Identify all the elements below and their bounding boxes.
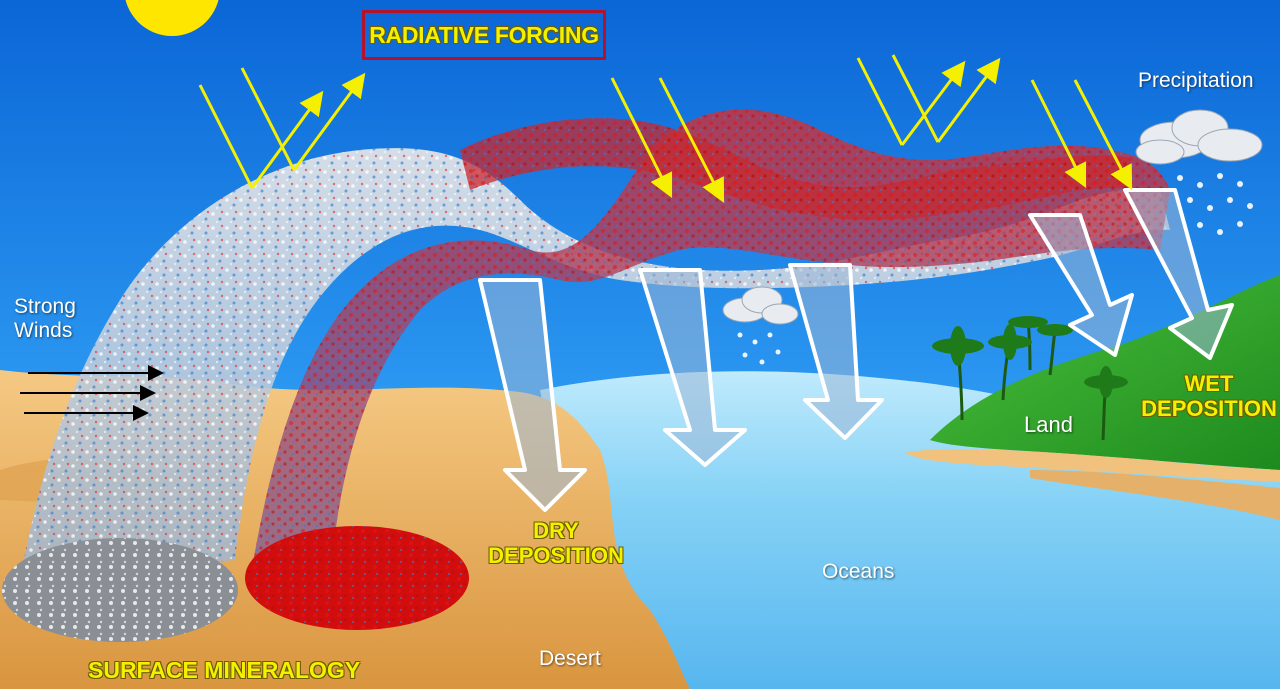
- dry-deposition-label: DRY DEPOSITION: [486, 520, 626, 567]
- far-shore: [1030, 470, 1280, 520]
- wet-deposition-line1: WET: [1184, 371, 1234, 396]
- beach: [905, 449, 1280, 482]
- rain-cloud-icon: [722, 286, 799, 365]
- upper-red-texture: [460, 118, 1130, 220]
- sunlight-arrow-icon: [198, 54, 1133, 204]
- palm-fronds: [932, 316, 1128, 398]
- dry-deposition-line1: DRY: [533, 518, 579, 543]
- precipitation-label: Precipitation: [1138, 69, 1254, 92]
- diagram-title: RADIATIVE FORCING: [369, 21, 599, 48]
- land-label: Land: [1024, 412, 1073, 437]
- strong-winds-label: Strong Winds: [14, 296, 76, 341]
- rain-cloud-icon: [1135, 109, 1263, 235]
- red-source-texture: [245, 526, 469, 630]
- wind-arrow-icon: [20, 365, 164, 421]
- strong-winds-line2: Winds: [14, 319, 73, 342]
- red-plume-texture: [250, 109, 1170, 580]
- strong-winds-line1: Strong: [14, 295, 76, 318]
- oceans-label: Oceans: [822, 560, 895, 583]
- grey-source-texture: [2, 538, 238, 642]
- title-box: RADIATIVE FORCING: [362, 10, 606, 60]
- dry-deposition-line2: DEPOSITION: [488, 543, 624, 568]
- desert-label: Desert: [539, 647, 601, 670]
- wet-deposition-line2: DEPOSITION: [1141, 396, 1277, 421]
- sun-icon: [125, 0, 219, 36]
- deposition-arrow-icon: [478, 188, 1234, 512]
- surface-mineralogy-label: SURFACE MINERALOGY: [88, 657, 361, 683]
- wet-deposition-label: WET DEPOSITION: [1140, 373, 1278, 420]
